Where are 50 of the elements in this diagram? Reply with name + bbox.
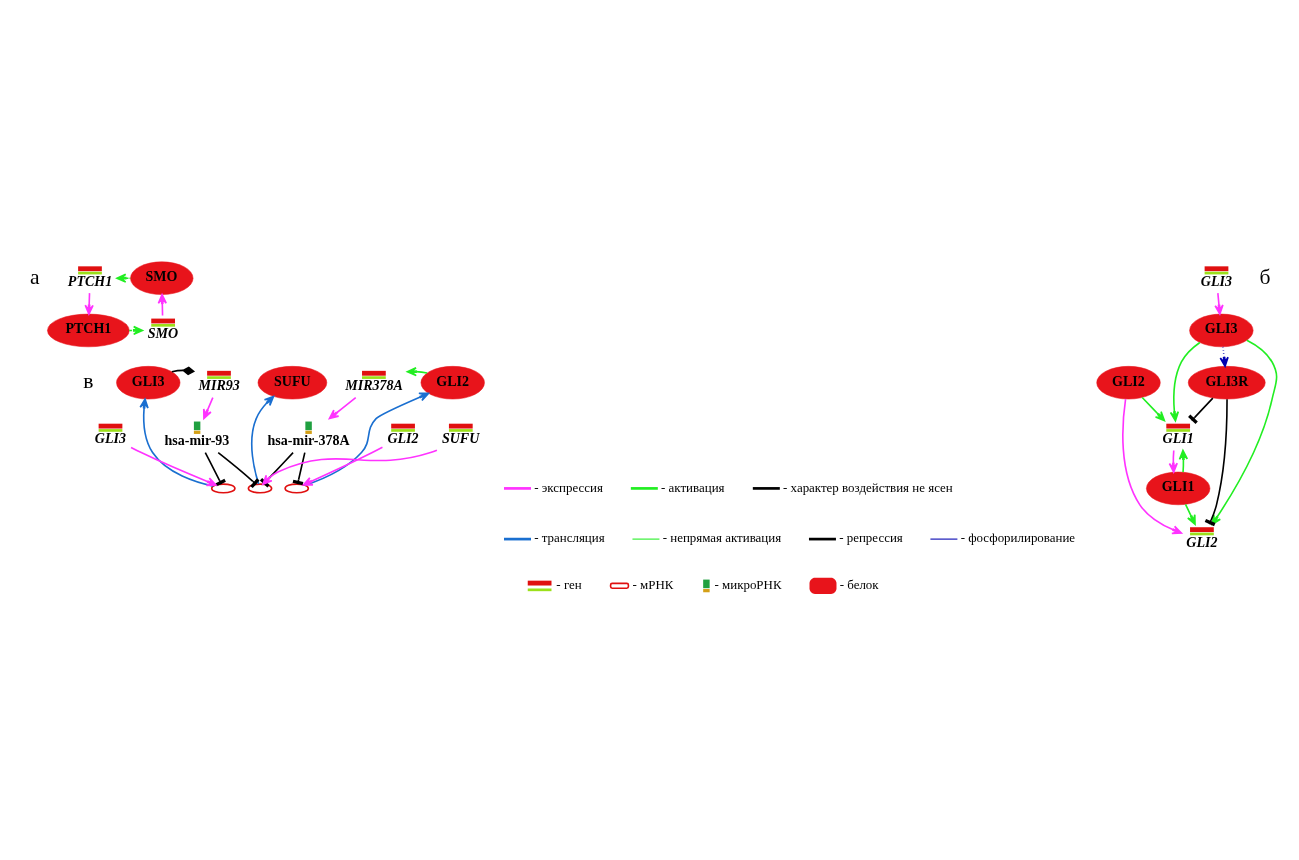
- node-label: GLI1: [1162, 430, 1194, 447]
- node-ellipse: SMO: [129, 261, 193, 295]
- node-label: GLI3: [1200, 272, 1232, 289]
- legend-label: - мРНК: [631, 577, 673, 593]
- arrow: [129, 446, 217, 487]
- arrow: [406, 366, 428, 377]
- arrow: [1140, 396, 1165, 422]
- node-label: GLI3: [94, 430, 126, 447]
- arrow: [303, 392, 429, 487]
- node-ellipse: GLI3R: [1187, 366, 1266, 400]
- arrow: [1213, 292, 1224, 315]
- node-ellipse: GLI3: [1188, 313, 1253, 348]
- node-wave: [247, 483, 272, 494]
- legend-label: - активация: [660, 479, 725, 495]
- node-ellipse: GLI3: [115, 366, 180, 400]
- legend-label: - характер воздействия не ясен: [782, 479, 953, 495]
- legend-label: - фосфорилирование: [960, 530, 1075, 546]
- node-ellipse: GLI1: [1145, 471, 1210, 506]
- node-label: hsa-mir-93: [163, 432, 229, 449]
- node-label: SMO: [147, 324, 178, 341]
- legend-label: - экспрессия: [533, 479, 603, 495]
- legend-label: - репрессия: [838, 530, 903, 546]
- arrow: [1169, 341, 1201, 422]
- node-label: hsa-mir-378A: [267, 432, 350, 449]
- legend-label: - ген: [555, 577, 582, 593]
- node-wave: [283, 483, 309, 494]
- node-label: GLI2: [1185, 533, 1217, 550]
- node-ellipse: GLI2: [420, 366, 485, 400]
- node-label: GLI2: [386, 430, 419, 447]
- node-ellipse: SUFU: [257, 366, 327, 400]
- legend-label: - трансляция: [533, 530, 605, 546]
- legend-label: - микроРНК: [714, 577, 782, 593]
- connector: [292, 451, 306, 486]
- node-label: PTCH1: [67, 272, 112, 289]
- legend-label: - непрямая активация: [662, 530, 781, 546]
- legend-label: - белок: [839, 577, 879, 593]
- label: в: [82, 369, 93, 394]
- connector: [1187, 397, 1214, 424]
- node-label: MIR93: [197, 377, 240, 394]
- label: б: [1259, 264, 1271, 289]
- arrow: [302, 446, 383, 486]
- node-ellipse: GLI2: [1095, 366, 1161, 400]
- arrow: [115, 273, 131, 283]
- arrow: [328, 396, 356, 420]
- node-label: SUFU: [441, 430, 479, 447]
- node-ellipse: PTCH1: [46, 313, 130, 348]
- node-label: MIR378A: [344, 377, 403, 394]
- label: а: [29, 264, 40, 289]
- node-wave: [210, 483, 236, 494]
- arrow: [127, 325, 143, 336]
